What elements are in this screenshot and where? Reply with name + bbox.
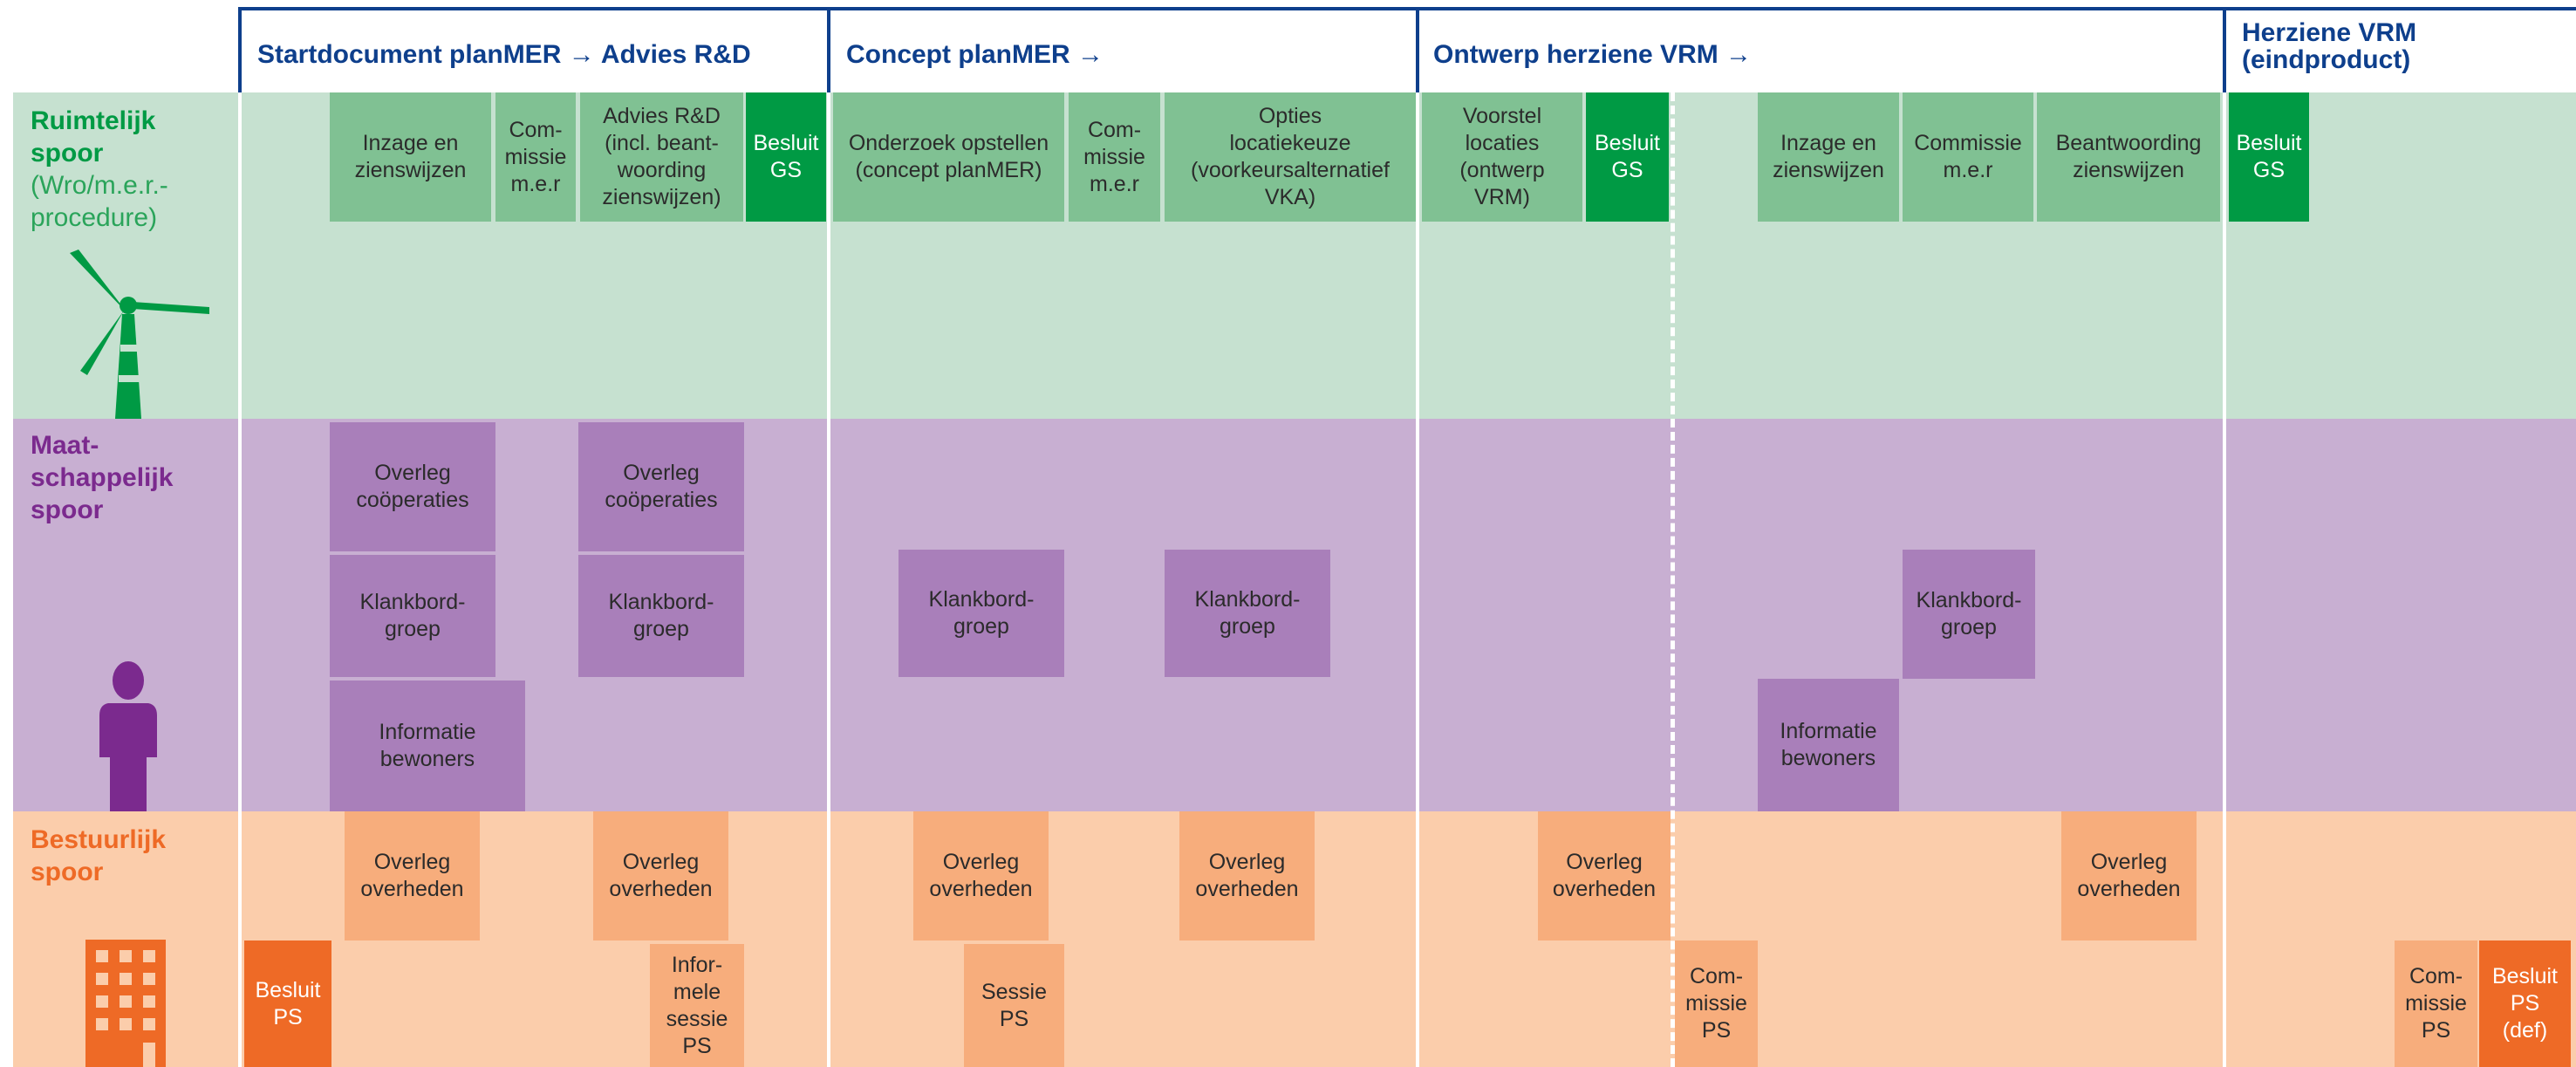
box-overleg-overheden: Overleg overheden bbox=[913, 811, 1049, 940]
lane-title-bestuurlijk: Bestuurlijk spoor bbox=[31, 825, 167, 886]
box-advies-rd: Advies R&D (incl. beant- woording ziensw… bbox=[580, 92, 743, 222]
wind-turbine-icon bbox=[70, 250, 209, 419]
building-icon bbox=[85, 940, 166, 1067]
box-klankbordgroep: Klankbord- groep bbox=[330, 555, 495, 677]
lane-title-ruimtelijk: Ruimtelijk spoor bbox=[31, 106, 156, 168]
box-commissie-mer: Commissie m.e.r bbox=[1903, 92, 2033, 222]
box-voorstel-locaties: Voorstel locaties (ontwerp VRM) bbox=[1422, 92, 1582, 222]
box-overleg-overheden: Overleg overheden bbox=[593, 811, 728, 940]
header-top-rule bbox=[238, 7, 2576, 10]
phase-divider bbox=[238, 92, 242, 1067]
box-inzage-zienswijzen: Inzage en zienswijzen bbox=[1758, 92, 1899, 222]
box-besluit-ps: Besluit PS bbox=[244, 940, 331, 1067]
phase-divider-header bbox=[238, 7, 242, 94]
box-inzage-zienswijzen: Inzage en zienswijzen bbox=[330, 92, 491, 222]
phase-header: Concept planMER → bbox=[846, 40, 1104, 69]
box-informatie-bewoners: Informatie bewoners bbox=[1758, 679, 1899, 811]
box-besluit-gs: Besluit GS bbox=[746, 92, 826, 222]
box-onderzoek-opstellen: Onderzoek opstellen (concept planMER) bbox=[833, 92, 1064, 222]
box-commissie-mer: Com- missie m.e.r bbox=[495, 92, 576, 222]
phase-divider-header bbox=[827, 7, 830, 94]
box-commissie-ps: Com- missie PS bbox=[2395, 940, 2477, 1067]
box-overleg-overheden: Overleg overheden bbox=[345, 811, 480, 940]
phase-divider bbox=[2223, 92, 2226, 1067]
phase-header: Ontwerp herziene VRM → bbox=[1433, 40, 1753, 69]
phase-divider bbox=[827, 92, 830, 1067]
box-beantwoording-zienswijzen: Beantwoording zienswijzen bbox=[2037, 92, 2220, 222]
box-informele-sessie-ps: Infor- mele sessie PS bbox=[650, 944, 744, 1067]
box-commissie-mer: Com- missie m.e.r bbox=[1069, 92, 1160, 222]
box-besluit-gs: Besluit GS bbox=[2229, 92, 2309, 222]
phase-divider bbox=[1416, 92, 1419, 1067]
phase-divider-header bbox=[2223, 7, 2226, 94]
box-klankbordgroep: Klankbord- groep bbox=[1165, 550, 1330, 677]
person-icon bbox=[99, 661, 157, 811]
box-commissie-ps: Com- missie PS bbox=[1675, 940, 1758, 1067]
box-besluit-gs: Besluit GS bbox=[1586, 92, 1669, 222]
box-overleg-overheden: Overleg overheden bbox=[1179, 811, 1315, 940]
lane-subtitle-ruimtelijk: (Wro/m.e.r.- procedure) bbox=[31, 171, 168, 232]
box-klankbordgroep: Klankbord- groep bbox=[1903, 550, 2035, 679]
box-informatie-bewoners: Informatie bewoners bbox=[330, 681, 525, 811]
phase-header: Herziene VRM (eindproduct) bbox=[2242, 18, 2417, 74]
box-sessie-ps: Sessie PS bbox=[964, 944, 1064, 1067]
phase-header: Startdocument planMER → Advies R&D bbox=[257, 40, 751, 69]
box-overleg-overheden: Overleg overheden bbox=[2061, 811, 2197, 940]
phase-divider-header bbox=[1416, 7, 1419, 94]
box-overleg-cooperaties: Overleg coöperaties bbox=[330, 422, 495, 551]
box-overleg-overheden: Overleg overheden bbox=[1538, 811, 1671, 940]
dashed-milestone-line bbox=[1671, 92, 1675, 1067]
box-klankbordgroep: Klankbord- groep bbox=[899, 550, 1064, 677]
box-overleg-cooperaties: Overleg coöperaties bbox=[578, 422, 744, 551]
lane-title-maatschappelijk: Maat- schappelijk spoor bbox=[31, 431, 174, 524]
box-besluit-ps-def: Besluit PS (def) bbox=[2479, 940, 2571, 1067]
box-opties-locatiekeuze: Opties locatiekeuze (voorkeursalternatie… bbox=[1165, 92, 1416, 222]
box-klankbordgroep: Klankbord- groep bbox=[578, 555, 744, 677]
